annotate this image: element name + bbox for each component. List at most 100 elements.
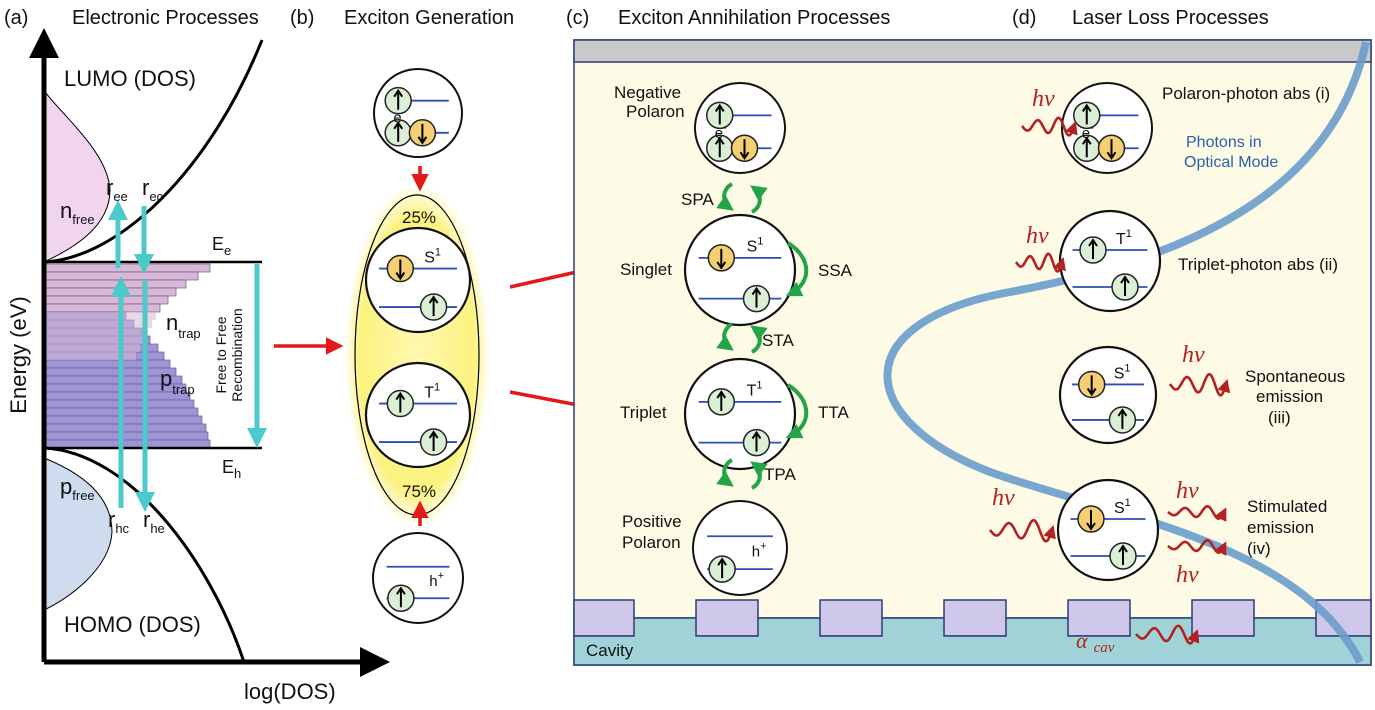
triplet-percent: 75%	[402, 482, 436, 501]
trap-bar	[43, 431, 209, 441]
cavity-layer	[573, 617, 1372, 666]
triplet-photon-label: Triplet-photon abs (ii)	[1178, 255, 1338, 274]
state-label: T1	[424, 381, 440, 401]
tpa-label: TPA	[764, 465, 796, 484]
state-label: T1	[1116, 228, 1132, 248]
state-circle	[364, 226, 472, 334]
n-free-label: nfree	[60, 198, 95, 227]
photon-wave-triplet	[1014, 252, 1066, 273]
panel-d-title: Laser Loss Processes	[1072, 7, 1269, 29]
state-circle	[692, 500, 788, 596]
eh-label: Eh	[222, 457, 241, 481]
state-circle	[372, 532, 464, 624]
singlet-label: Singlet	[620, 260, 672, 279]
panel-a: LUMO (DOS) HOMO (DOS) Energy (eV) log(DO…	[6, 28, 390, 704]
trap-bar-overlay	[44, 312, 156, 320]
trap-bar-overlay	[44, 352, 136, 360]
cycle-arrow-right	[750, 461, 768, 490]
spontaneous-circle: S1	[1058, 345, 1158, 445]
panel-c-letter: (c)	[566, 7, 589, 29]
p-free-label: pfree	[60, 474, 95, 503]
trap-bar	[43, 263, 211, 273]
spa-label: SPA	[681, 190, 714, 209]
trap-bar	[43, 287, 177, 297]
state-circle	[683, 357, 797, 471]
positive-polaron-circle: h+	[692, 500, 788, 596]
panel-b-title: Exciton Generation	[344, 7, 514, 29]
trap-states	[43, 263, 211, 449]
free-to-free-label-1: Free to Free	[213, 316, 229, 393]
hole-circle: h+	[372, 532, 464, 624]
tta-arrow	[785, 383, 809, 439]
photon-wave-cavity-loss	[1135, 624, 1200, 645]
trap-bar-overlay	[44, 320, 152, 328]
homo-curve	[43, 446, 246, 663]
homo-label: HOMO (DOS)	[64, 612, 201, 637]
p-trap-label: ptrap	[160, 366, 195, 397]
hv-triplet: hv	[1026, 223, 1049, 249]
stim-line3: (iv)	[1247, 539, 1271, 558]
panel-a-letter: (a)	[4, 7, 28, 29]
trap-bar-overlay	[44, 336, 144, 344]
electron-circle: e-	[373, 68, 463, 158]
state-label: h+	[429, 570, 444, 590]
hv-stim-out-1: hv	[1176, 478, 1199, 504]
hv-stim-in: hv	[992, 485, 1015, 511]
photon-wave-stim-out-2	[1167, 538, 1227, 556]
panel-a-title: Electronic Processes	[72, 7, 259, 29]
state-circle	[1056, 478, 1160, 582]
photon-wave-stim-out-1	[1167, 504, 1227, 522]
spont-line1: Spontaneous	[1245, 367, 1345, 386]
trap-bar-overlay	[44, 344, 140, 352]
negative-polaron-circle: e-	[694, 82, 786, 174]
state-circle	[683, 213, 797, 327]
singlet-circle-c: S1	[683, 213, 797, 327]
pos-polaron-line1: Positive	[622, 512, 682, 531]
trap-bar	[43, 359, 171, 369]
r-ec-label: rec	[142, 175, 164, 204]
trap-bar	[43, 391, 191, 401]
photon-waves	[988, 116, 1231, 645]
state-label: h+	[752, 540, 767, 560]
polaron-photon-label: Polaron-photon abs (i)	[1162, 84, 1330, 103]
free-to-free-label-2: Recombination	[229, 308, 245, 401]
state-label: S1	[1114, 363, 1131, 383]
optical-mode-curve	[883, 41, 1370, 664]
r-he-label: rhe	[143, 507, 165, 536]
polaron-photon-circle: e-	[1061, 82, 1153, 174]
cycle-arrow-left	[716, 322, 734, 351]
y-axis-label: Energy (eV)	[6, 296, 31, 413]
neg-polaron-line1: Negative	[614, 83, 681, 102]
hv-stim-out-2: hv	[1176, 562, 1199, 588]
photon-wave-polaron	[1020, 116, 1078, 137]
sta-label: STA	[762, 331, 794, 350]
hv-spontaneous: hv	[1182, 342, 1205, 368]
ee-label: Ee	[212, 234, 231, 258]
photons-line2: Optical Mode	[1184, 154, 1278, 171]
state-circle	[1058, 345, 1158, 445]
photon-wave-spontaneous	[1168, 372, 1231, 397]
neg-polaron-line2: Polaron	[626, 102, 685, 121]
triplet-photon-circle: T1	[1058, 209, 1162, 313]
annihilation-cycles	[716, 182, 768, 490]
singlet-percent: 25%	[402, 208, 436, 227]
state-label: S1	[1114, 497, 1131, 517]
state-label: e-	[393, 107, 405, 127]
singlet-circle-b: S1	[364, 226, 472, 334]
stim-line1: Stimulated	[1247, 497, 1327, 516]
trap-bar	[43, 367, 177, 377]
p-free-lobe	[43, 457, 113, 611]
lumo-curve	[43, 39, 264, 264]
ssa-arrow	[785, 241, 809, 297]
trap-bar	[43, 271, 199, 281]
trap-bar	[43, 279, 187, 289]
state-circle	[1058, 209, 1162, 313]
state-label: T1	[747, 379, 763, 399]
cavity-label: Cavity	[586, 641, 634, 660]
ssa-label: SSA	[818, 261, 853, 280]
trap-bar	[43, 423, 207, 433]
panel-c-title: Exciton Annihilation Processes	[618, 7, 890, 29]
trap-bar	[43, 295, 169, 305]
